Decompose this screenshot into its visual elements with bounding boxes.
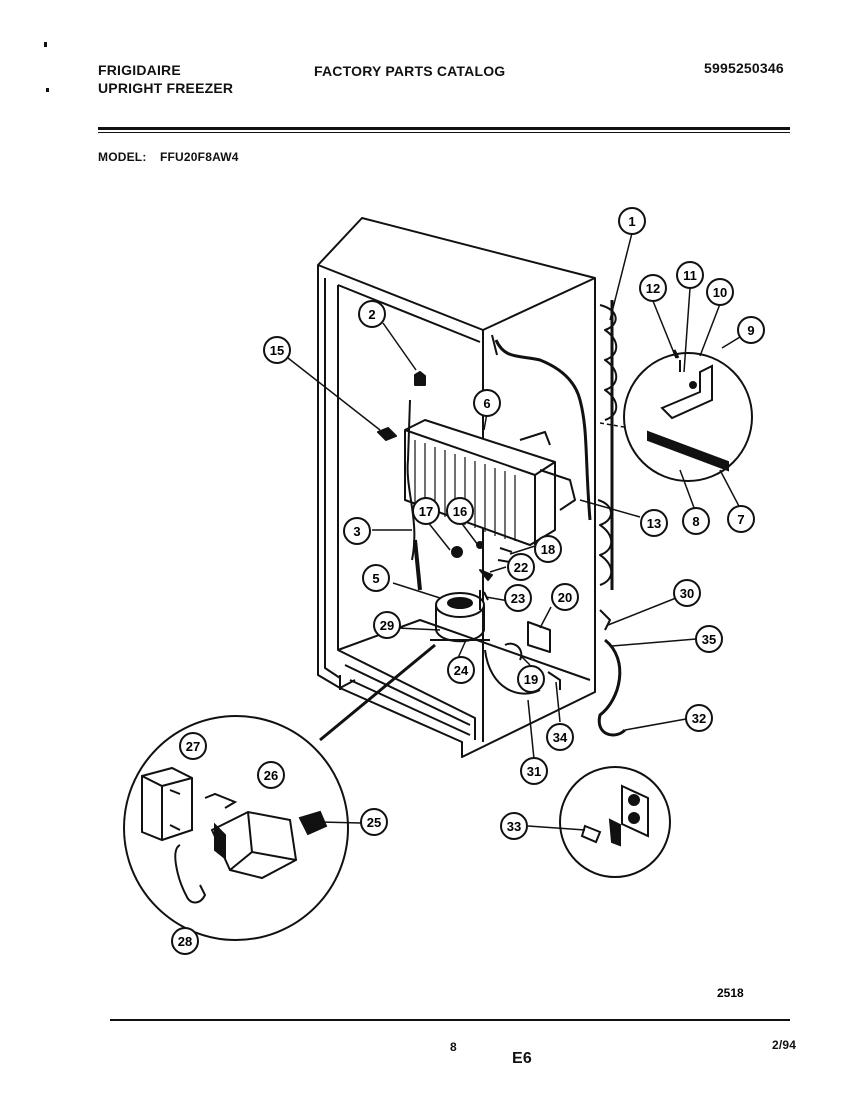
page-number: 8 <box>450 1040 457 1054</box>
callout-label-34: 34 <box>553 730 568 745</box>
callout-label-35: 35 <box>702 632 716 647</box>
callout-label-29: 29 <box>380 618 394 633</box>
callout-bubble-10 <box>706 278 734 306</box>
callout-bubble-17 <box>412 497 440 525</box>
callout-label-26: 26 <box>264 768 278 783</box>
callout-label-25: 25 <box>367 815 381 830</box>
header-rule-thin <box>98 132 790 133</box>
callout-bubble-32 <box>685 704 713 732</box>
leader-lines <box>287 232 742 831</box>
callout-bubble-27 <box>179 732 207 760</box>
callout-bubble-34 <box>546 723 574 751</box>
callout-label-11: 11 <box>683 268 697 283</box>
catalog-title: FACTORY PARTS CATALOG <box>314 63 506 79</box>
callout-label-19: 19 <box>524 672 538 687</box>
callout-bubble-18 <box>534 535 562 563</box>
callout-label-22: 22 <box>514 560 528 575</box>
product-name: UPRIGHT FREEZER <box>98 80 234 96</box>
callout-bubble-16 <box>446 497 474 525</box>
footer-date: 2/94 <box>772 1038 797 1052</box>
callout-bubble-6 <box>473 389 501 417</box>
callout-label-7: 7 <box>737 512 744 527</box>
callout-bubble-1 <box>618 207 646 235</box>
callout-bubble-33 <box>500 812 528 840</box>
callout-bubble-19 <box>517 665 545 693</box>
scan-mark <box>44 42 47 47</box>
callout-bubble-7 <box>727 505 755 533</box>
callout-bubble-20 <box>551 583 579 611</box>
callout-bubble-13 <box>640 509 668 537</box>
section-code: E6 <box>512 1050 532 1067</box>
callout-label-18: 18 <box>541 542 555 557</box>
callout-bubble-2 <box>358 300 386 328</box>
callout-bubble-11 <box>676 261 704 289</box>
callout-label-32: 32 <box>692 711 706 726</box>
header-rule-thick <box>98 127 790 130</box>
drawing-number: 2518 <box>717 986 744 1000</box>
callout-label-27: 27 <box>186 739 200 754</box>
callout-bubble-8 <box>682 507 710 535</box>
callout-bubble-28 <box>171 927 199 955</box>
callout-label-2: 2 <box>368 307 375 322</box>
callout-label-10: 10 <box>713 285 727 300</box>
detail-relay <box>123 715 349 941</box>
scan-mark <box>46 88 49 92</box>
callout-label-5: 5 <box>372 571 379 586</box>
callout-label-12: 12 <box>646 281 660 296</box>
callout-label-16: 16 <box>453 504 467 519</box>
catalog-number: 5995250346 <box>704 60 784 76</box>
callout-bubble-31 <box>520 757 548 785</box>
callout-bubble-12 <box>639 274 667 302</box>
model-value: FFU20F8AW4 <box>160 150 239 164</box>
brand-name: FRIGIDAIRE <box>98 62 181 78</box>
callout-bubble-15 <box>263 336 291 364</box>
callout-bubble-30 <box>673 579 701 607</box>
callout-bubble-3 <box>343 517 371 545</box>
callout-label-15: 15 <box>270 343 284 358</box>
callout-bubble-5 <box>362 564 390 592</box>
callout-bubble-24 <box>447 656 475 684</box>
callout-bubble-29 <box>373 611 401 639</box>
callout-label-20: 20 <box>558 590 572 605</box>
detail-outlet <box>559 766 671 878</box>
callout-label-3: 3 <box>353 524 360 539</box>
callout-label-31: 31 <box>527 764 541 779</box>
callout-label-13: 13 <box>647 516 661 531</box>
callout-label-6: 6 <box>483 396 490 411</box>
callout-group: 1235678910111213151617181920222324252627… <box>171 207 765 955</box>
callout-label-24: 24 <box>454 663 469 678</box>
callout-label-28: 28 <box>178 934 192 949</box>
callout-bubble-22 <box>507 553 535 581</box>
callout-label-30: 30 <box>680 586 694 601</box>
callout-label-1: 1 <box>628 214 635 229</box>
callout-label-8: 8 <box>692 514 699 529</box>
callout-bubble-35 <box>695 625 723 653</box>
callout-label-23: 23 <box>511 591 525 606</box>
footer-rule <box>110 1019 790 1021</box>
callout-bubble-25 <box>360 808 388 836</box>
callout-label-33: 33 <box>507 819 521 834</box>
callout-bubble-23 <box>504 584 532 612</box>
callout-label-9: 9 <box>747 323 754 338</box>
callout-bubble-26 <box>257 761 285 789</box>
detail-bracket <box>623 349 753 482</box>
model-label: MODEL: <box>98 150 147 164</box>
callout-label-17: 17 <box>419 504 433 519</box>
callout-bubble-9 <box>737 316 765 344</box>
